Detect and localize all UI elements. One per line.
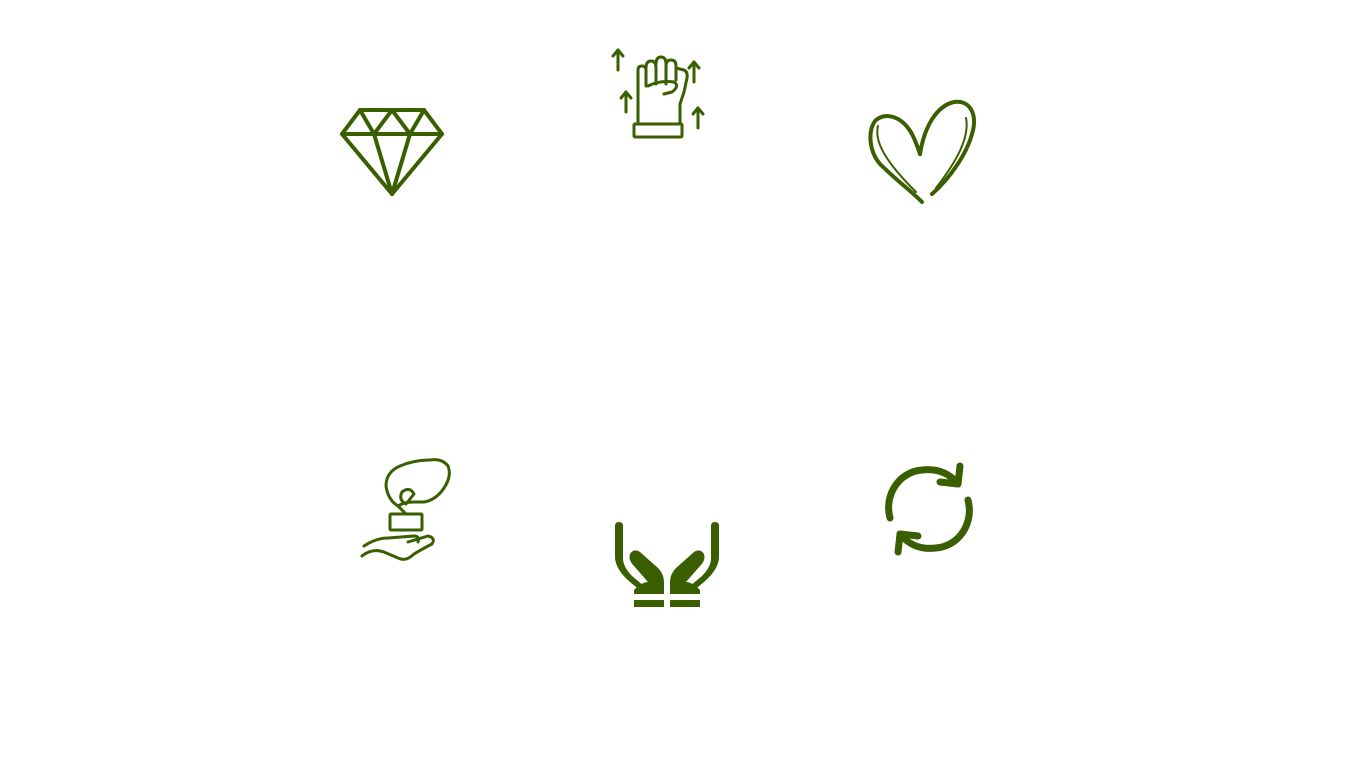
hand-giving-coin-icon (358, 456, 454, 564)
diamond-icon (338, 106, 446, 198)
heart-icon (866, 98, 978, 206)
open-hands-icon (612, 520, 722, 610)
refresh-cycle-icon (882, 460, 976, 558)
raised-fist-arrows-icon (608, 46, 710, 142)
